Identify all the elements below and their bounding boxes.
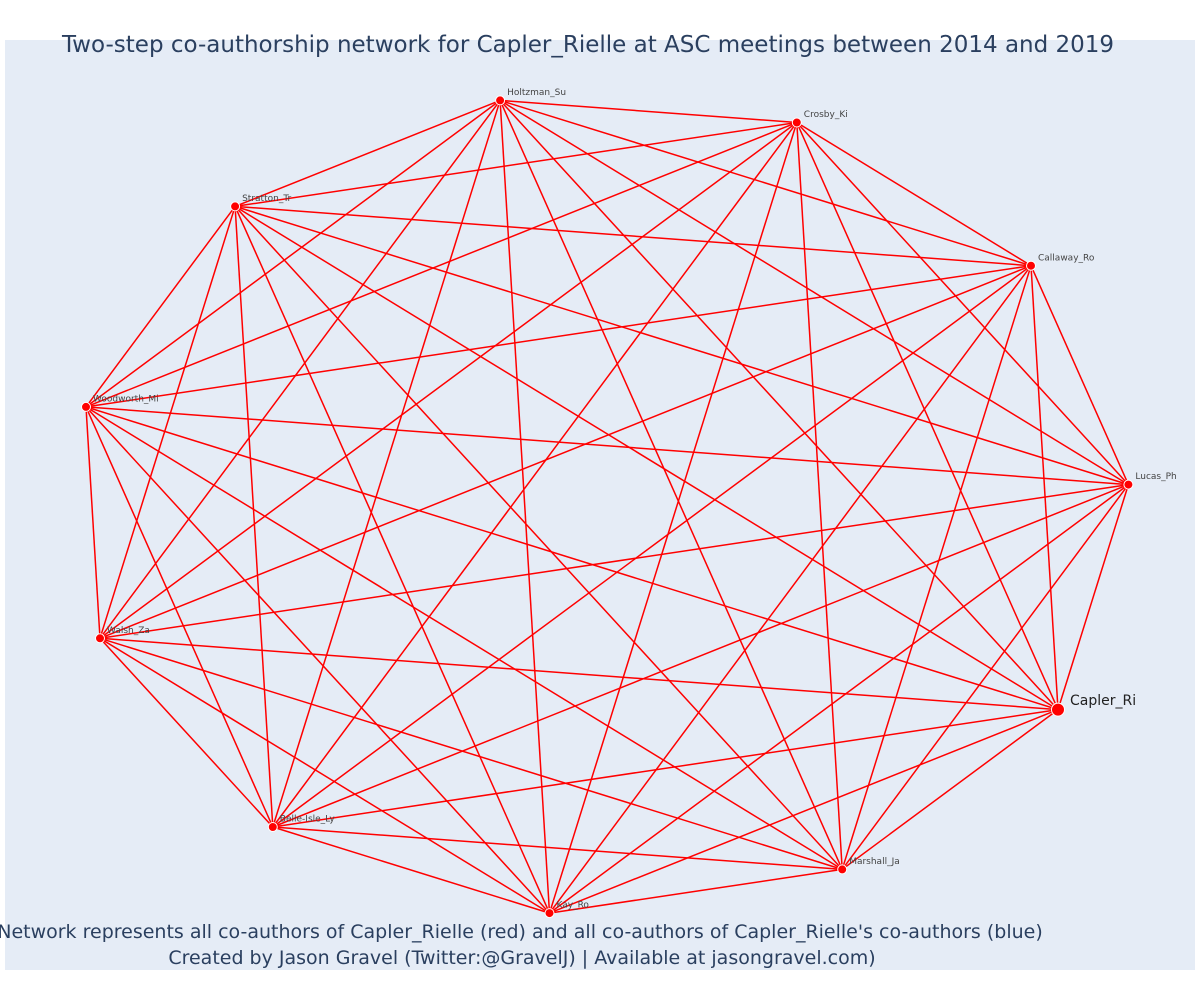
edge-Marshall_Ja-Stratton_Tr xyxy=(234,205,843,870)
node-Capler_Ri[interactable] xyxy=(1051,702,1065,717)
edge-Capler_Ri-Stratton_Tr xyxy=(234,205,1059,711)
node-label-Walsh_Za: Walsh_Za xyxy=(107,626,150,636)
edge-Callaway_Ro-Woodworth_Mi xyxy=(85,264,1032,408)
edge-Belle-Isle_Ly-Walsh_Za xyxy=(99,637,274,828)
edge-Holtzman_Su-Capler_Ri xyxy=(499,99,1059,711)
edge-Lucas_Ph-Woodworth_Mi xyxy=(85,406,1129,486)
node-Crosby_Ki[interactable] xyxy=(791,117,802,128)
edge-Crosby_Ki-Belle-Isle_Ly xyxy=(272,122,798,828)
node-Walsh_Za[interactable] xyxy=(95,633,105,644)
node-label-Kay_Ro: Kay_Ro xyxy=(557,901,590,911)
node-label-Woodworth_Mi: Woodworth_Mi xyxy=(93,394,159,404)
edges-layer xyxy=(85,99,1130,914)
edge-Holtzman_Su-Belle-Isle_Ly xyxy=(272,100,501,828)
node-Woodworth_Mi[interactable] xyxy=(81,401,91,412)
edge-Capler_Ri-Marshall_Ja xyxy=(841,708,1059,871)
node-label-Holtzman_Su: Holtzman_Su xyxy=(507,88,566,98)
edge-Crosby_Ki-Stratton_Tr xyxy=(234,121,797,208)
edge-Callaway_Ro-Belle-Isle_Ly xyxy=(272,265,1032,828)
edge-Lucas_Ph-Kay_Ro xyxy=(549,483,1129,914)
edge-Crosby_Ki-Capler_Ri xyxy=(796,122,1059,710)
edge-Crosby_Ki-Walsh_Za xyxy=(99,121,798,639)
edge-Callaway_Ro-Kay_Ro xyxy=(548,265,1032,914)
node-Callaway_Ro[interactable] xyxy=(1026,260,1036,271)
edge-Belle-Isle_Ly-Stratton_Tr xyxy=(234,206,274,828)
node-label-Capler_Ri: Capler_Ri xyxy=(1070,693,1136,709)
labels-layer: Holtzman_SuCrosby_KiCallaway_RoLucas_PhC… xyxy=(93,88,1177,911)
chart-title: Two-step co-authorship network for Caple… xyxy=(61,32,1114,58)
edge-Lucas_Ph-Belle-Isle_Ly xyxy=(272,483,1129,828)
edge-Marshall_Ja-Woodworth_Mi xyxy=(85,406,843,871)
edge-Holtzman_Su-Crosby_Ki xyxy=(500,99,797,124)
node-label-Crosby_Ki: Crosby_Ki xyxy=(804,110,848,120)
node-Holtzman_Su[interactable] xyxy=(495,95,506,106)
edge-Callaway_Ro-Lucas_Ph xyxy=(1030,265,1130,485)
node-Stratton_Tr[interactable] xyxy=(230,201,241,212)
edge-Lucas_Ph-Marshall_Ja xyxy=(841,484,1130,870)
edge-Kay_Ro-Stratton_Tr xyxy=(234,206,551,914)
edge-Holtzman_Su-Marshall_Ja xyxy=(499,100,843,870)
edge-Callaway_Ro-Stratton_Tr xyxy=(235,205,1032,267)
node-Kay_Ro[interactable] xyxy=(544,908,555,919)
edge-Crosby_Ki-Marshall_Ja xyxy=(796,122,843,870)
edge-Kay_Ro-Woodworth_Mi xyxy=(85,406,551,914)
node-label-Marshall_Ja: Marshall_Ja xyxy=(849,857,900,867)
edge-Holtzman_Su-Kay_Ro xyxy=(499,100,551,914)
nodes-layer xyxy=(81,95,1134,919)
edge-Lucas_Ph-Walsh_Za xyxy=(99,483,1129,640)
edge-Kay_Ro-Belle-Isle_Ly xyxy=(272,826,550,914)
edge-Crosby_Ki-Woodworth_Mi xyxy=(85,121,798,408)
edge-Walsh_Za-Woodworth_Mi xyxy=(85,406,101,639)
edge-Capler_Ri-Kay_Ro xyxy=(549,708,1059,914)
edge-Belle-Isle_Ly-Woodworth_Mi xyxy=(85,406,274,828)
node-label-Lucas_Ph: Lucas_Ph xyxy=(1135,472,1176,482)
edge-Kay_Ro-Walsh_Za xyxy=(99,637,550,914)
edge-Marshall_Ja-Walsh_Za xyxy=(99,637,843,871)
plot-background xyxy=(5,40,1195,970)
node-label-Stratton_Tr: Stratton_Tr xyxy=(242,194,291,204)
node-Marshall_Ja[interactable] xyxy=(837,864,848,875)
node-label-Callaway_Ro: Callaway_Ro xyxy=(1038,253,1095,263)
edge-Holtzman_Su-Stratton_Tr xyxy=(234,99,501,208)
edge-Walsh_Za-Stratton_Tr xyxy=(99,206,236,639)
node-label-Belle-Isle_Ly: Belle-Isle_Ly xyxy=(280,815,336,825)
edge-Marshall_Ja-Belle-Isle_Ly xyxy=(272,826,843,871)
edge-Capler_Ri-Belle-Isle_Ly xyxy=(272,708,1059,828)
edge-Capler_Ri-Walsh_Za xyxy=(99,637,1059,711)
edge-Lucas_Ph-Stratton_Tr xyxy=(234,205,1129,486)
edge-Holtzman_Su-Woodworth_Mi xyxy=(85,99,501,408)
edge-Crosby_Ki-Callaway_Ro xyxy=(796,121,1032,267)
caption-line-2: Created by Jason Gravel (Twitter:@Gravel… xyxy=(168,947,875,969)
caption-line-1: Network represents all co-authors of Cap… xyxy=(0,921,1043,943)
edge-Holtzman_Su-Callaway_Ro xyxy=(499,99,1032,267)
edge-Crosby_Ki-Kay_Ro xyxy=(548,122,798,914)
node-Belle-Isle_Ly[interactable] xyxy=(267,822,278,832)
edge-Crosby_Ki-Lucas_Ph xyxy=(796,121,1129,486)
edge-Lucas_Ph-Capler_Ri xyxy=(1057,484,1130,710)
edge-Woodworth_Mi-Stratton_Tr xyxy=(85,205,236,408)
node-Lucas_Ph[interactable] xyxy=(1123,479,1134,490)
edge-Callaway_Ro-Marshall_Ja xyxy=(841,265,1032,870)
edge-Holtzman_Su-Lucas_Ph xyxy=(499,99,1129,486)
edge-Marshall_Ja-Kay_Ro xyxy=(549,868,843,914)
edge-Callaway_Ro-Walsh_Za xyxy=(99,265,1032,639)
edge-Capler_Ri-Woodworth_Mi xyxy=(85,406,1059,711)
edge-Holtzman_Su-Walsh_Za xyxy=(99,99,501,639)
edge-Callaway_Ro-Capler_Ri xyxy=(1030,265,1059,710)
